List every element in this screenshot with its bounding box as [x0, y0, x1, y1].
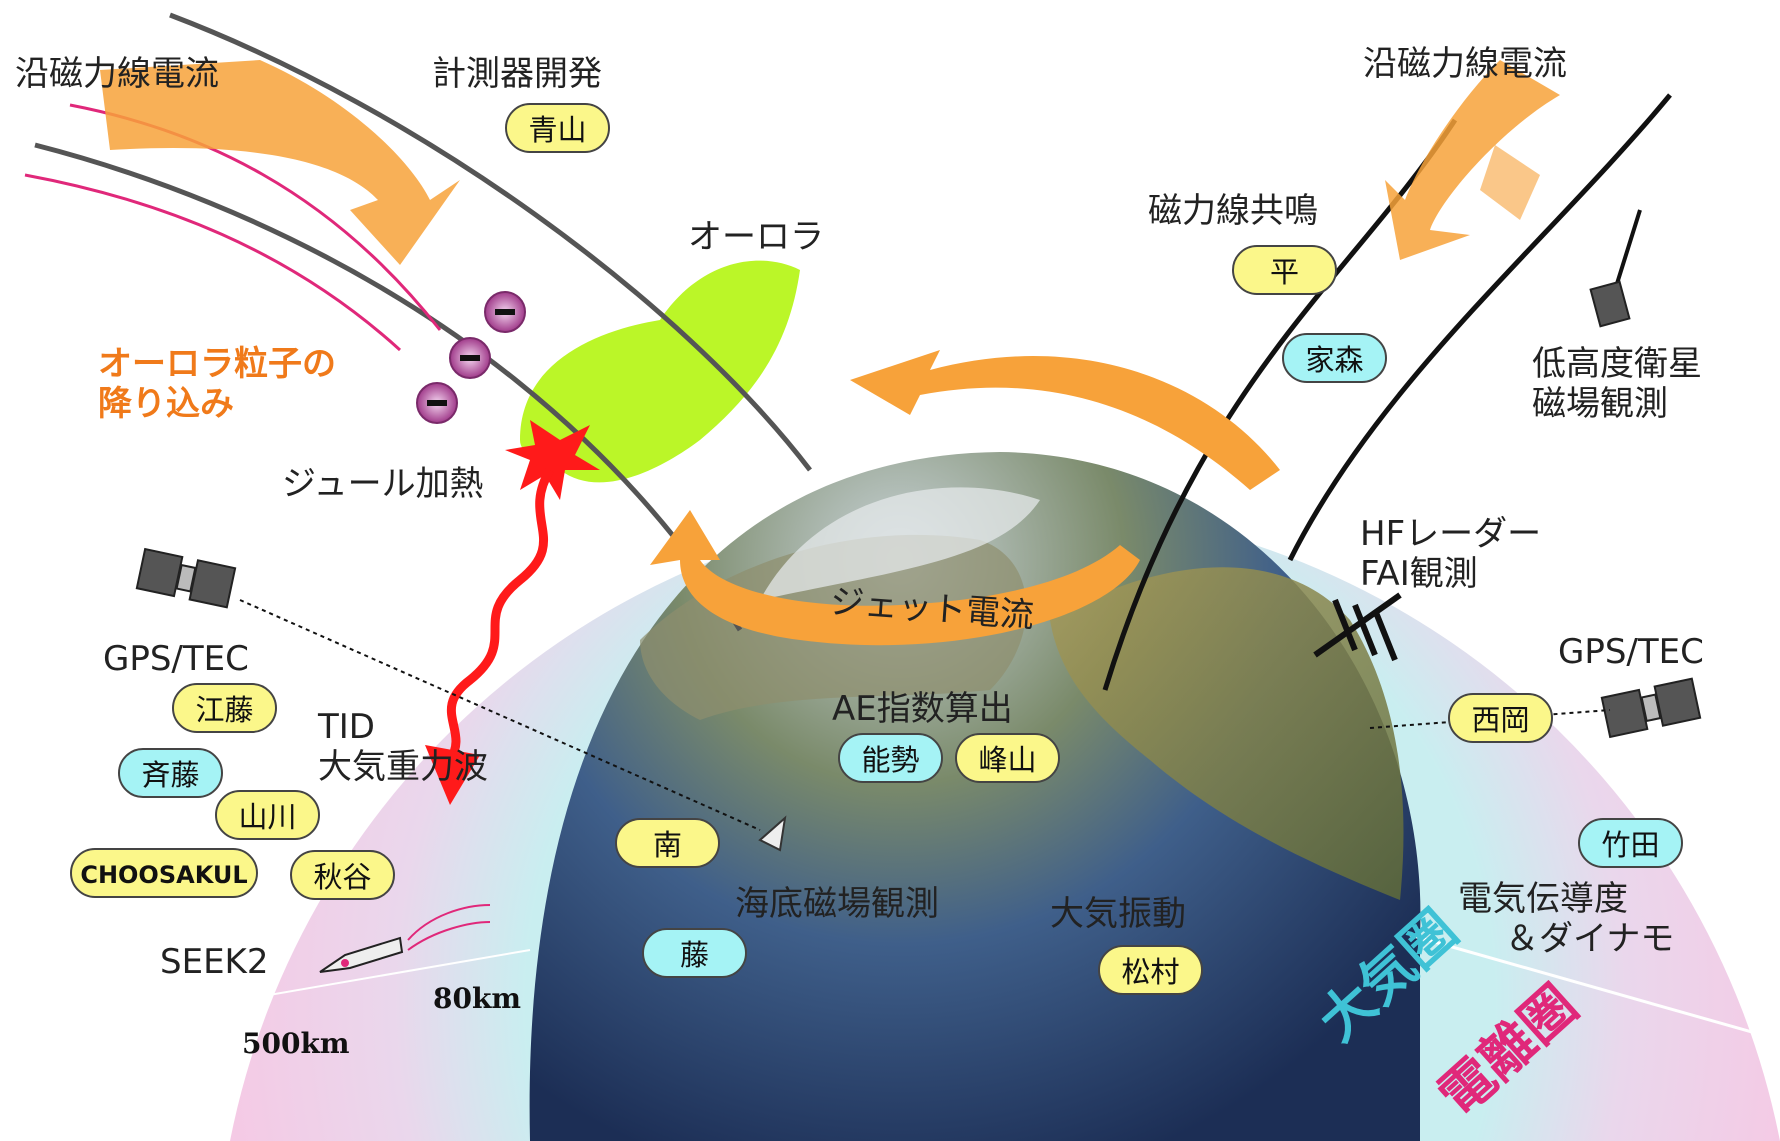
- badge-saito: 斉藤: [118, 748, 223, 798]
- electron-icon: [484, 291, 526, 333]
- tid-label: TID: [318, 707, 375, 747]
- badge-mineyama: 峰山: [955, 733, 1060, 783]
- badge-nishioka: 西岡: [1448, 693, 1553, 743]
- fac-arrow-left: [100, 60, 460, 265]
- wavy-arrowhead: [425, 745, 480, 805]
- wavy-arrow: [446, 467, 554, 763]
- joule-heating-label: ジュール加熱: [282, 464, 484, 504]
- hf-radar-antenna-icon: [1313, 592, 1402, 662]
- fac-right-label: 沿磁力線電流: [1363, 44, 1567, 84]
- altitude-500km: 500km: [242, 1027, 350, 1060]
- rocket-icon: [319, 904, 491, 973]
- atmos-oscillation-label: 大気振動: [1050, 894, 1186, 934]
- field-line-left-1: [169, 12, 812, 472]
- aurora-particles-label: オーロラ粒子の: [98, 344, 336, 384]
- joule-star: [505, 420, 600, 500]
- field-line-left-2: [34, 142, 743, 632]
- ship-icon: [758, 815, 787, 852]
- altitude-80km: 80km: [433, 982, 521, 1015]
- tid-label-2: 大気重力波: [318, 747, 488, 787]
- jet-current-band: [650, 510, 1140, 646]
- leo-satellite-icon: [1589, 209, 1642, 328]
- seafloor-label: 海底磁場観測: [735, 884, 939, 924]
- field-line-resonance-label: 磁力線共鳴: [1148, 191, 1318, 231]
- badge-nose: 能勢: [838, 733, 943, 783]
- badge-takeda: 竹田: [1578, 818, 1683, 868]
- badge-aoyama: 青山: [505, 103, 610, 153]
- badge-yamakawa: 山川: [215, 790, 320, 840]
- ae-index-label: AE指数算出: [832, 689, 1013, 729]
- instrument-dev-label: 計測器開発: [432, 54, 602, 94]
- hf-radar-label: HFレーダー: [1360, 514, 1542, 554]
- electron-icon: [416, 382, 458, 424]
- satellite-icon-right: [1600, 677, 1702, 739]
- field-line-right-2: [1287, 93, 1672, 562]
- earth-landmass: [1050, 567, 1404, 900]
- gps-tec-right-label: GPS/TEC: [1558, 632, 1704, 672]
- electron-icon: [449, 337, 491, 379]
- badge-choosakul: CHOOSAKUL: [70, 848, 258, 898]
- jet-return-arrow: [850, 350, 1280, 490]
- altitude-ruler: [239, 949, 531, 1001]
- fac-arrow-right: [1385, 60, 1560, 260]
- atmos-boundary-line: [1409, 933, 1780, 1042]
- seek2-label: SEEK2: [160, 942, 269, 982]
- fac-left-label: 沿磁力線電流: [15, 54, 219, 94]
- hf-radar-label-2: FAI観測: [1360, 554, 1478, 594]
- conductivity-label: 電気伝導度: [1458, 879, 1628, 919]
- tid-dotted-line: [239, 599, 761, 831]
- badge-taira: 平: [1232, 245, 1337, 295]
- aurora-glow: [520, 260, 800, 483]
- conductivity-label-2: ＆ダイナモ: [1505, 919, 1675, 959]
- badge-matsumura: 松村: [1098, 945, 1203, 995]
- gps-tec-left-label: GPS/TEC: [103, 639, 249, 679]
- leo-satellite-label-2: 磁場観測: [1532, 384, 1668, 424]
- badge-akiya: 秋谷: [290, 850, 395, 900]
- badge-eto: 江藤: [172, 683, 277, 733]
- field-line-right-1: [1102, 118, 1458, 691]
- earth-snowcap: [760, 487, 1040, 600]
- magenta-line-2: [24, 173, 402, 352]
- badge-minami: 南: [615, 818, 720, 868]
- aurora-label: オーロラ: [688, 217, 824, 257]
- leo-satellite-label: 低高度衛星: [1532, 344, 1702, 384]
- fac-arrow-right-2: [1480, 145, 1540, 220]
- aurora-particles-label-2: 降り込み: [98, 384, 234, 424]
- badge-iemori: 家森: [1282, 333, 1387, 383]
- satellite-icon-left: [135, 547, 237, 609]
- badge-fuji: 藤: [642, 928, 747, 978]
